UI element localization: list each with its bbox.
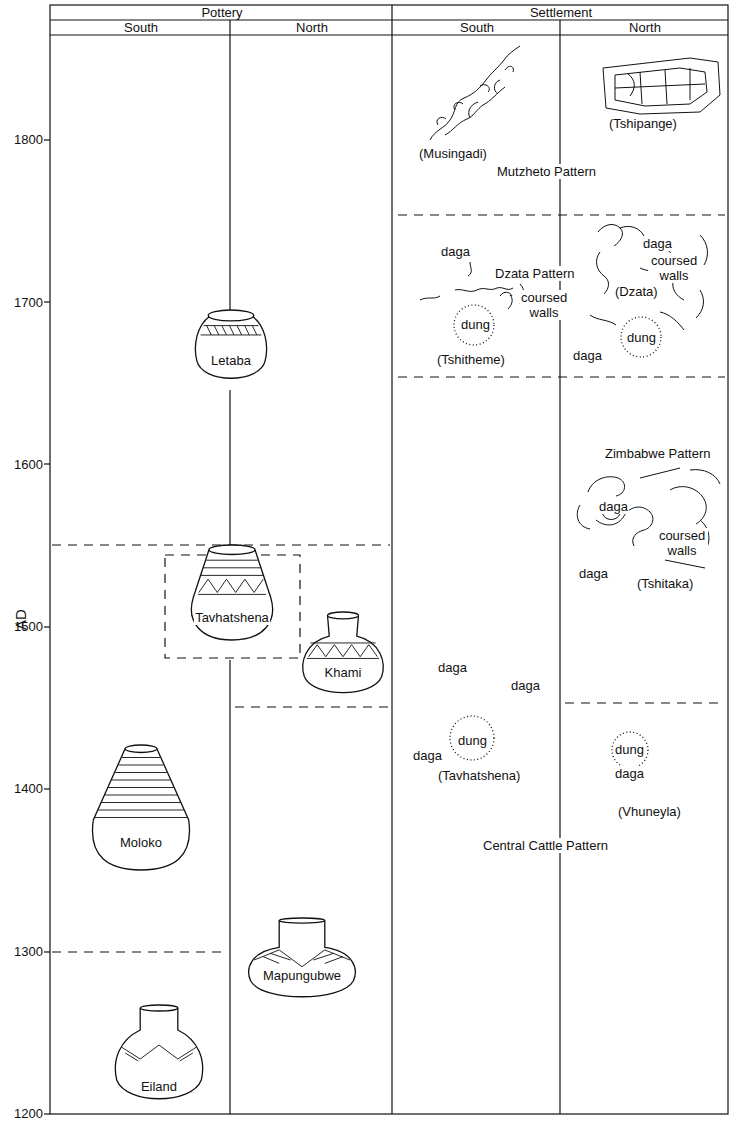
- material-label: dung: [460, 317, 491, 332]
- pottery-vessel: Letaba: [193, 310, 269, 388]
- vessel-outline: [245, 918, 359, 1002]
- material-label: daga: [572, 348, 603, 363]
- column-subheader: North: [230, 20, 394, 35]
- pattern-name: Dzata Pattern: [494, 266, 576, 281]
- site-name: (Tavhatshena): [437, 768, 521, 783]
- pottery-name: Mapungubwe: [262, 968, 342, 983]
- material-label: daga: [437, 660, 468, 675]
- pottery-vessel: Khami: [300, 612, 386, 698]
- year-tick: 1700: [2, 295, 44, 310]
- year-tick: 1200: [2, 1106, 44, 1121]
- pattern-name: Zimbabwe Pattern: [604, 446, 712, 461]
- pottery-name: Eiland: [140, 1079, 178, 1094]
- material-label: daga: [598, 499, 629, 514]
- pattern-name: Central Cattle Pattern: [482, 838, 609, 853]
- pottery-vessel: Tavhatshena: [186, 545, 278, 640]
- year-tick: 1500: [2, 619, 44, 634]
- material-label: dung: [626, 330, 657, 345]
- material-label: dung: [457, 733, 488, 748]
- pottery-name: Moloko: [119, 835, 163, 850]
- year-tick: 1600: [2, 457, 44, 472]
- vessel-outline: [88, 745, 194, 870]
- vessel-outline: [300, 612, 386, 698]
- year-tick: 1300: [2, 944, 44, 959]
- site-name: (Tshitheme): [436, 352, 506, 367]
- site-name: (Tshipange): [608, 116, 678, 131]
- material-label: daga: [412, 748, 443, 763]
- year-tick: 1400: [2, 781, 44, 796]
- material-label: coursed walls: [656, 528, 708, 558]
- vessel-outline: [193, 310, 269, 388]
- pattern-name: Mutzheto Pattern: [496, 164, 597, 179]
- vessel-outline: [186, 545, 278, 640]
- site-name: (Dzata): [614, 284, 659, 299]
- pottery-name: Khami: [324, 665, 363, 680]
- column-subheader: South: [50, 20, 232, 35]
- year-tick: 1800: [2, 132, 44, 147]
- site-name: (Tshitaka): [636, 576, 694, 591]
- material-label: daga: [578, 566, 609, 581]
- material-label: daga: [440, 244, 471, 259]
- column-subheader: South: [392, 20, 562, 35]
- material-label: coursed walls: [648, 253, 700, 283]
- column-header: Pottery: [50, 5, 394, 20]
- pottery-vessel: Eiland: [112, 1005, 206, 1105]
- material-label: dung: [614, 742, 645, 757]
- material-label: daga: [614, 766, 645, 781]
- pottery-vessel: Mapungubwe: [245, 918, 359, 1002]
- material-label: daga: [642, 236, 673, 251]
- site-name: (Musingadi): [418, 146, 488, 161]
- material-label: coursed walls: [520, 290, 568, 320]
- pottery-vessel: Moloko: [88, 745, 194, 870]
- pottery-name: Letaba: [210, 353, 252, 368]
- column-subheader: North: [560, 20, 730, 35]
- column-header: Settlement: [392, 5, 730, 20]
- site-name: (Vhuneyla): [617, 804, 682, 819]
- pottery-name: Tavhatshena: [194, 610, 270, 625]
- material-label: daga: [510, 678, 541, 693]
